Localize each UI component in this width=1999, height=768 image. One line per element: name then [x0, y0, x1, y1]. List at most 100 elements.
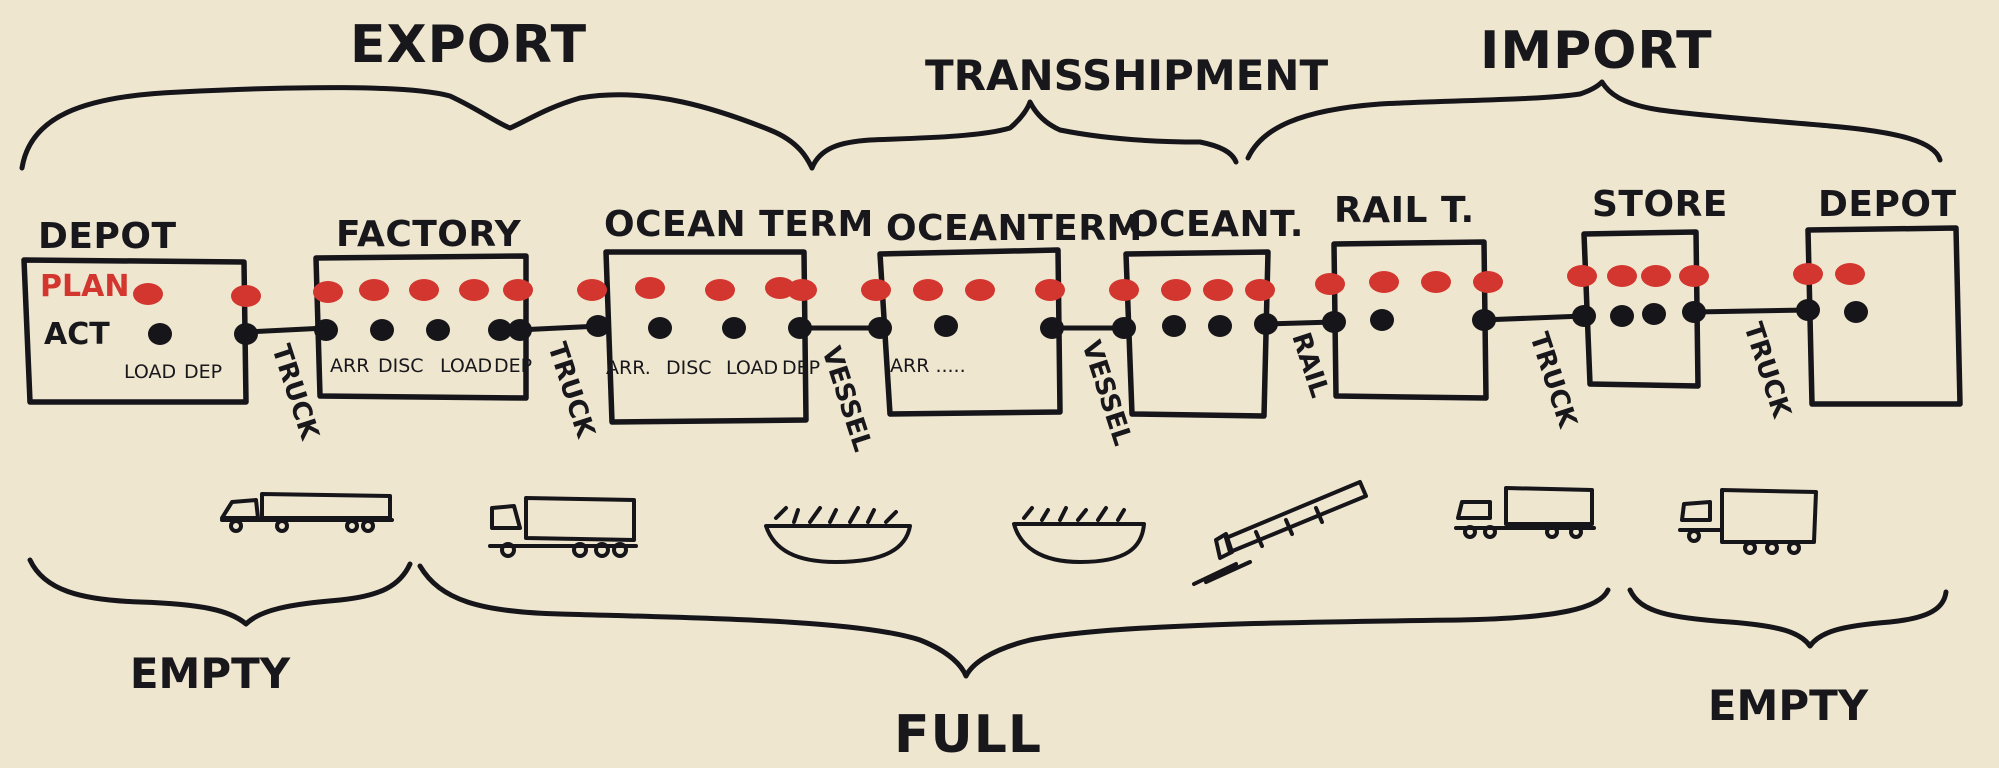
stage-box-ocean-term-2 [877, 247, 1063, 417]
plan-row-label: PLAN [40, 269, 129, 304]
stage-label-depot-destination: DEPOT [1818, 184, 1957, 225]
actual-milestones [148, 299, 1868, 345]
mode-label-6: TRUCK [1523, 329, 1582, 432]
plan-dot [409, 279, 439, 301]
event-ocean2-arr: ARR ..... [890, 355, 966, 377]
stage-label-depot-origin: DEPOT [38, 216, 177, 257]
stage-box-factory [313, 253, 529, 401]
truck-icon [220, 492, 394, 533]
empty-end-label: EMPTY [1708, 681, 1869, 730]
mode-label-2: TRUCK [541, 339, 600, 442]
event-factory-disc: DISC [378, 355, 424, 377]
actual-dot [1112, 317, 1136, 339]
actual-dot [648, 317, 672, 339]
plan-dot [1109, 279, 1139, 301]
ship-icon [1012, 506, 1146, 564]
stage-label-store: STORE [1592, 184, 1728, 225]
plan-dot [965, 279, 995, 301]
stage-label-rail-terminal: RAIL T. [1334, 190, 1475, 231]
plan-dot [787, 279, 817, 301]
plan-dot [1161, 279, 1191, 301]
actual-dot [314, 319, 338, 341]
stage-box-rail-terminal [1331, 239, 1489, 401]
actual-dot [1610, 305, 1634, 327]
actual-dot [868, 317, 892, 339]
actual-dot [1572, 305, 1596, 327]
event-factory-load: LOAD [440, 355, 492, 377]
plan-dot [705, 279, 735, 301]
plan-dot [1835, 263, 1865, 285]
plan-dot [313, 281, 343, 303]
truck-icon [1454, 486, 1596, 539]
actual-row-label: ACT [44, 317, 110, 352]
empty-end-brace [1627, 587, 1949, 649]
full-brace [417, 563, 1611, 679]
mode-label-5: RAIL [1285, 329, 1334, 401]
actual-dot [488, 319, 512, 341]
mode-label-1: TRUCK [265, 341, 324, 444]
truck-icon [488, 496, 638, 558]
transshipment-brace [809, 99, 1239, 171]
stage-label-ocean-term-2: OCEANTERM [886, 208, 1143, 249]
ship-icon [764, 506, 912, 564]
plan-dot [503, 279, 533, 301]
plan-dot [1035, 279, 1065, 301]
connector-6 [1479, 313, 1587, 323]
event-ocean1-disc: DISC [666, 357, 712, 379]
export-brace [19, 85, 815, 171]
stage-label-ocean-term-1: OCEAN TERM [604, 204, 874, 245]
actual-dot [788, 317, 812, 339]
actual-dot [1370, 309, 1394, 331]
actual-dot [426, 319, 450, 341]
stage-label-ocean-term-3: OCEANT. [1128, 204, 1304, 245]
plan-dot [1473, 271, 1503, 293]
plan-dot [1421, 271, 1451, 293]
plan-dot [1315, 273, 1345, 295]
truck-icon [1678, 488, 1818, 555]
actual-dot [1642, 303, 1666, 325]
train-icon [1192, 480, 1368, 586]
plan-dot [635, 277, 665, 299]
import-brace [1245, 79, 1943, 163]
event-depot-dep: DEP [184, 361, 222, 383]
transshipment-label: TRANSSHIPMENT [925, 51, 1328, 100]
actual-dot [508, 319, 532, 341]
plan-dot [913, 279, 943, 301]
mode-label-3: VESSEL [815, 343, 877, 455]
plan-dot [577, 279, 607, 301]
empty-start-label: EMPTY [130, 649, 291, 698]
plan-dot [1567, 265, 1597, 287]
plan-dot [765, 277, 795, 299]
actual-dot [934, 315, 958, 337]
plan-dot [1793, 263, 1823, 285]
actual-dot [586, 315, 610, 337]
mode-label-7: TRUCK [1737, 319, 1796, 422]
actual-dot [1682, 301, 1706, 323]
event-ocean1-arr: ARR. [606, 357, 651, 379]
stage-box-ocean-term-1 [603, 249, 809, 425]
plan-dot [1245, 279, 1275, 301]
event-ocean1-load: LOAD [726, 357, 778, 379]
stage-box-depot-origin [21, 257, 249, 405]
connector-7 [1691, 307, 1811, 315]
actual-dot [722, 317, 746, 339]
actual-dot [1040, 317, 1064, 339]
actual-dot [1254, 313, 1278, 335]
actual-dot [1796, 299, 1820, 321]
stage-box-store [1581, 229, 1701, 389]
plan-dot [231, 285, 261, 307]
actual-dot [1162, 315, 1186, 337]
actual-dot [1322, 311, 1346, 333]
plan-dot [359, 279, 389, 301]
actual-dot [370, 319, 394, 341]
actual-dot [1208, 315, 1232, 337]
export-label: EXPORT [350, 15, 587, 75]
stage-box-ocean-term-3 [1123, 249, 1271, 419]
plan-dot [1641, 265, 1671, 287]
plan-dot [1369, 271, 1399, 293]
stage-box-depot-destination [1805, 225, 1963, 407]
actual-dot [234, 323, 258, 345]
plan-dot [861, 279, 891, 301]
